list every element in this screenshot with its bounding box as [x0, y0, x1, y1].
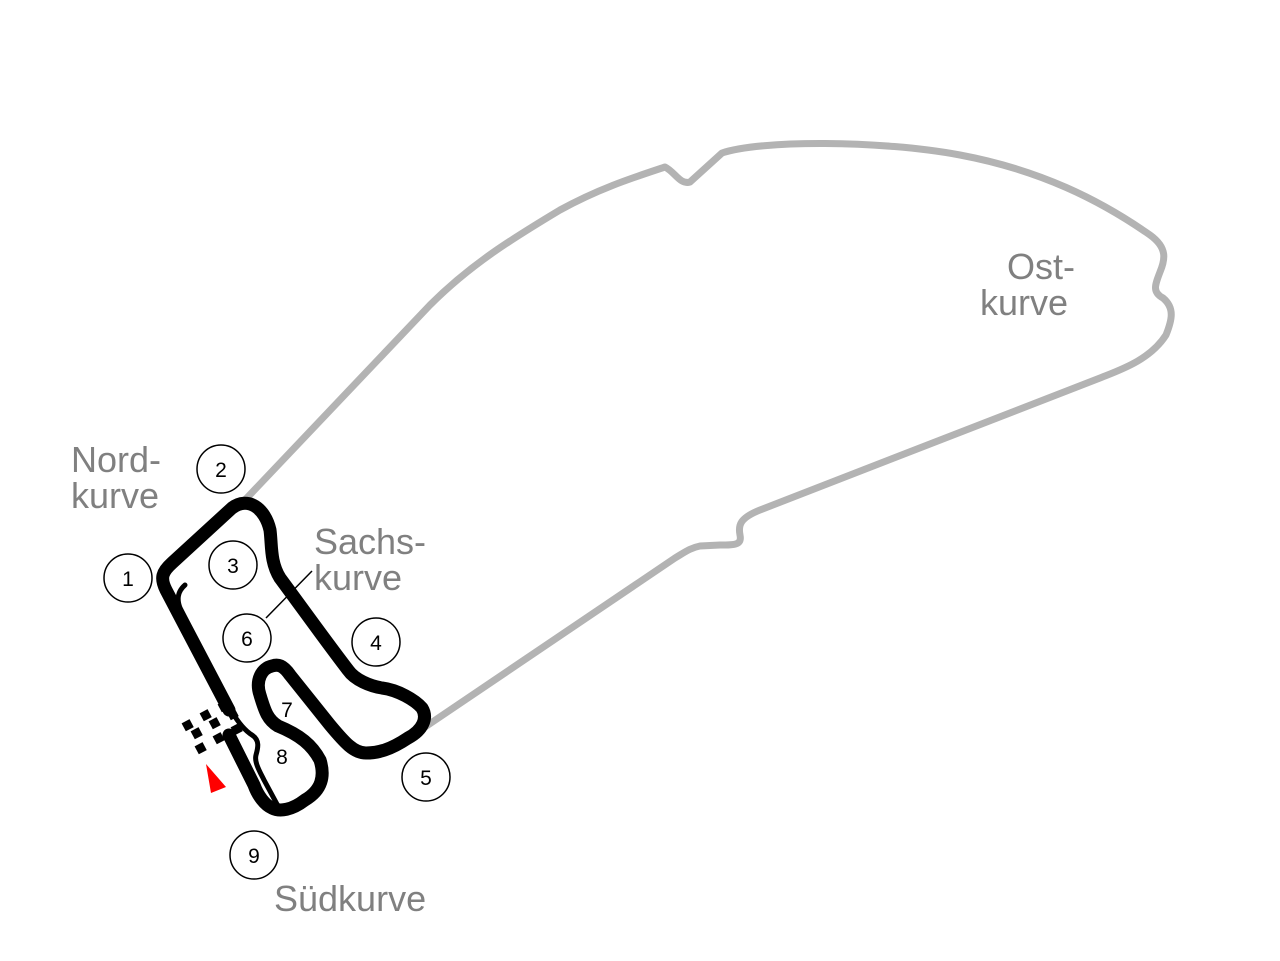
ostkurve-line1: Ost- — [1007, 246, 1075, 287]
turn-marker-2: 2 — [196, 444, 246, 494]
turn-circle — [208, 540, 258, 590]
checker-square — [194, 742, 207, 755]
turn-circle — [222, 613, 272, 663]
nordkurve-line2: kurve — [71, 475, 159, 516]
checker-square — [230, 723, 243, 736]
turn-marker-1: 1 — [103, 553, 153, 603]
turn-marker-4: 4 — [351, 617, 401, 667]
turn-number-4: 4 — [370, 632, 382, 655]
checker-square — [199, 709, 212, 722]
start-finish-line — [181, 700, 243, 755]
corner-label-ostkurve: Ost- kurve — [980, 246, 1085, 323]
turn-number-3: 3 — [227, 555, 239, 578]
turn-marker-8: 8 — [276, 746, 288, 769]
sachskurve-line2: kurve — [314, 557, 402, 598]
corner-label-suedkurve: Südkurve — [274, 878, 426, 919]
pit-lane — [175, 582, 281, 809]
turn-marker-3: 3 — [208, 540, 258, 590]
turn-number-1: 1 — [122, 568, 134, 591]
turn-number-7: 7 — [281, 699, 293, 722]
corner-label-sachskurve: Sachs- kurve — [314, 521, 436, 598]
checker-square — [190, 727, 203, 740]
sachskurve-leader-line — [265, 570, 313, 619]
turn-number-2: 2 — [215, 459, 227, 482]
sachskurve-line1: Sachs- — [314, 521, 426, 562]
turn-circle — [196, 444, 246, 494]
turn-circle — [351, 617, 401, 667]
checker-square — [217, 700, 230, 713]
ostkurve-line2: kurve — [980, 282, 1068, 323]
current-layout-track — [156, 496, 431, 817]
checker-square — [208, 717, 221, 730]
turn-number-5: 5 — [420, 767, 432, 790]
turn-marker-9: 9 — [229, 830, 279, 880]
direction-arrow — [206, 764, 226, 793]
corner-label-nordkurve: Nord- kurve — [71, 439, 171, 516]
turn-number-8: 8 — [276, 746, 288, 769]
turn-circle — [229, 830, 279, 880]
old-layout-track — [239, 140, 1175, 731]
turn-marker-5: 5 — [401, 752, 451, 802]
turn-number-9: 9 — [248, 845, 260, 868]
turn-number-6: 6 — [241, 628, 253, 651]
checker-square — [212, 732, 225, 745]
suedkurve-line1: Südkurve — [274, 878, 426, 919]
checker-square — [226, 708, 239, 721]
turn-circle — [103, 553, 153, 603]
turn-marker-6: 6 — [222, 613, 272, 663]
turn-marker-7: 7 — [281, 699, 293, 722]
turn-circle — [401, 752, 451, 802]
checker-square — [181, 719, 194, 732]
nordkurve-line1: Nord- — [71, 439, 161, 480]
